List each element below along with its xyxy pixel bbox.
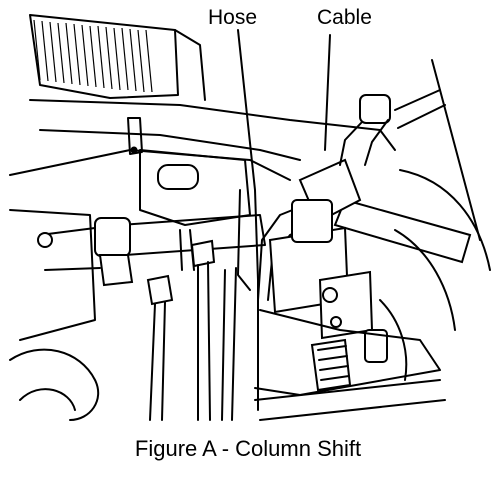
mounting-bracket xyxy=(119,149,266,256)
upper-connector xyxy=(339,59,481,241)
cowl-panel xyxy=(29,99,396,161)
hose-label: Hose xyxy=(208,6,258,29)
lower-fitting xyxy=(254,338,446,421)
selector-housing xyxy=(254,199,441,396)
right-housing xyxy=(379,169,491,381)
lower-pulley xyxy=(9,348,100,421)
hatched-shroud xyxy=(29,14,206,101)
wire-bundle xyxy=(146,189,251,421)
figure-caption: Figure A - Column Shift xyxy=(134,436,362,461)
cable-label: Cable xyxy=(317,6,372,29)
hose-line xyxy=(237,29,259,411)
vacuum-valve xyxy=(9,209,134,341)
clamp xyxy=(127,117,143,155)
